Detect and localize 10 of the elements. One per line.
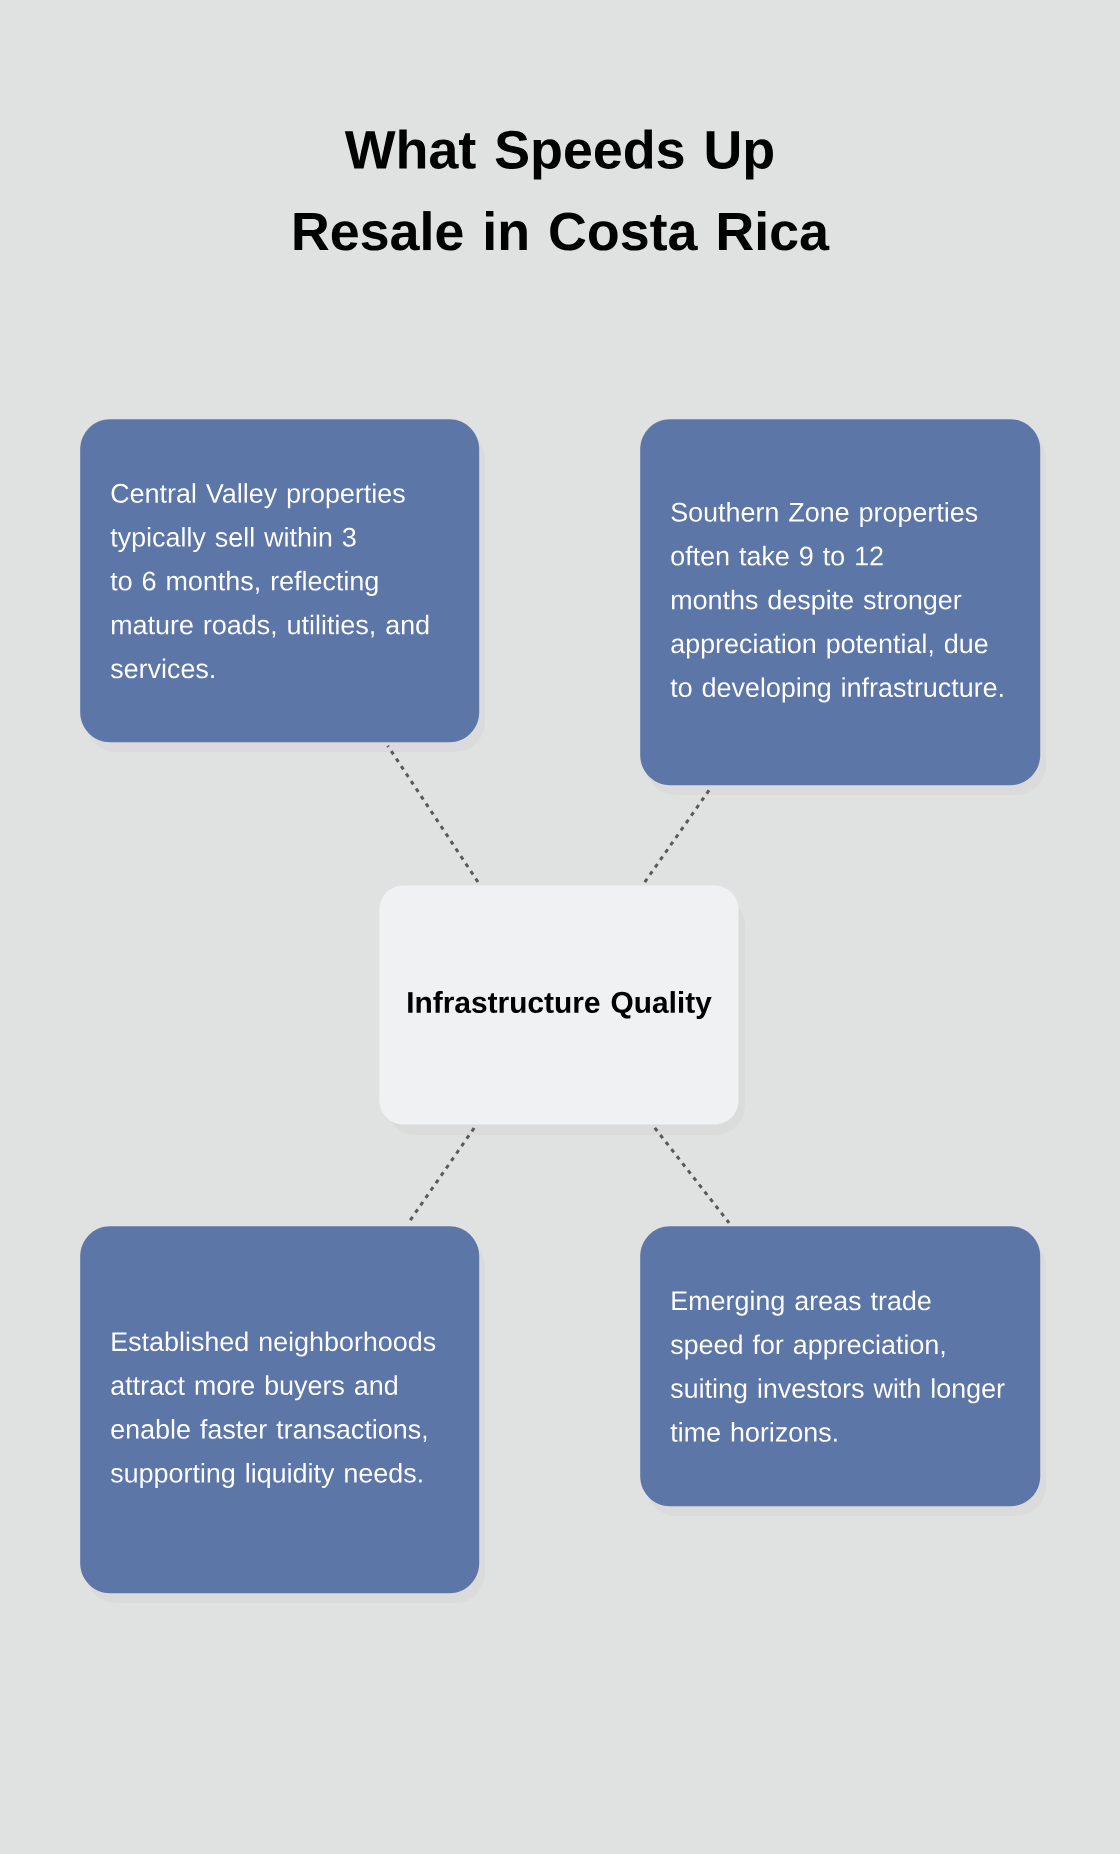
topic-box: Infrastructure Quality xyxy=(379,885,739,1125)
connector-line xyxy=(407,1127,476,1224)
info-box: Emerging areas trade speed for appreciation, suiting investors with longer time horizons. xyxy=(640,1226,1041,1507)
connector-line xyxy=(653,1126,731,1224)
info-box: Southern Zone properties often take 9 to 12 months despite stronger appreciation potential, due to developing infrastructure. xyxy=(640,419,1041,786)
connector-line xyxy=(643,787,712,883)
info-box: Central Valley properties typically sell within 3 to 6 months, reflecting mature roads, utilities, and services. xyxy=(80,419,480,743)
title: What Speeds Up Resale in Costa Rica xyxy=(294,129,830,251)
info-box: Established neighborhoods attract more buyers and enable faster transactions, supporting liquidity needs. xyxy=(80,1226,480,1594)
connector-line xyxy=(386,744,480,883)
